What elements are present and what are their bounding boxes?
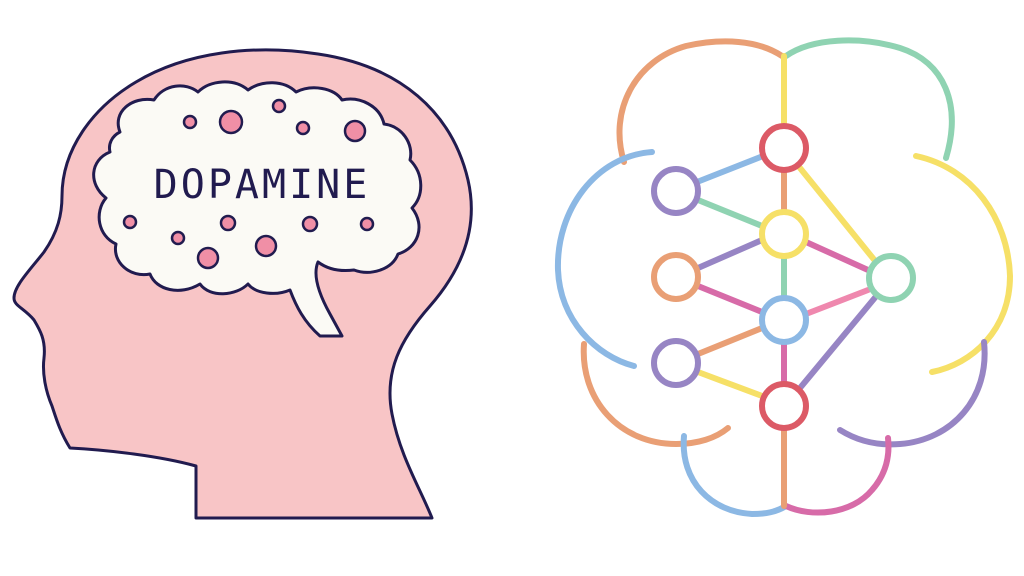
brain-dot (301, 215, 319, 233)
network-node (651, 252, 701, 302)
head-illustration: DOPAMINE (12, 48, 473, 520)
lobe-top-right (783, 37, 955, 161)
edge (797, 291, 881, 391)
brain-dot (182, 114, 198, 130)
brain-dot (271, 98, 287, 114)
lobe-bottom-left (580, 341, 731, 448)
network-node (759, 295, 809, 345)
brain-dot (359, 216, 375, 232)
network-brain-illustration (554, 37, 1014, 518)
lobe-top-left (616, 38, 785, 165)
brain-label: DOPAMINE (154, 162, 371, 208)
brain-dot (122, 214, 138, 230)
edge (695, 197, 765, 229)
brain-dot (295, 120, 311, 136)
brain-dot (343, 119, 367, 143)
edge (695, 325, 765, 357)
brain-dot (196, 246, 220, 270)
edge (803, 239, 871, 273)
network-node (651, 338, 701, 388)
edge (694, 153, 766, 185)
edge (695, 369, 765, 399)
lobe-left (554, 149, 655, 369)
brain-dot (218, 109, 244, 135)
brain-dot (219, 214, 237, 232)
edge (695, 283, 765, 315)
brain-shape (92, 80, 423, 338)
lobe-right (913, 153, 1014, 375)
brain-dot (170, 230, 186, 246)
lobe-bottom-right (837, 339, 988, 448)
edge (803, 287, 871, 317)
edge (695, 237, 765, 271)
brain-dots (122, 98, 375, 270)
network-node (651, 166, 701, 216)
network-node (759, 209, 809, 259)
network-node (759, 123, 809, 173)
lobe-base-left (680, 433, 789, 518)
network-node (759, 381, 809, 431)
edge (797, 165, 879, 265)
lobe-base-right (783, 435, 892, 516)
network-node (866, 253, 916, 303)
brain-dot (254, 234, 278, 258)
